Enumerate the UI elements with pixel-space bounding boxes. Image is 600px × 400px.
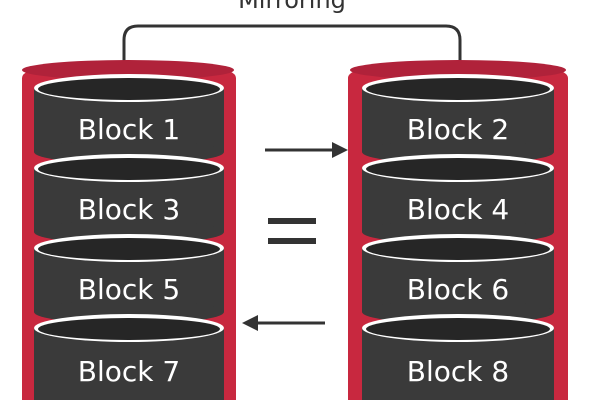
block-label-2: Block 2 [407, 113, 509, 146]
right-disk-6: Block 6 [362, 234, 554, 324]
arrow-right-icon [265, 142, 348, 158]
right-enclosure-top [350, 60, 566, 80]
right-disk-2: Block 2 [362, 74, 554, 164]
block-label-8: Block 8 [407, 355, 509, 388]
right-disk-stack: Block 2 Block 4 Block 6 Block 8 [348, 60, 568, 400]
left-disk-stack: Block 1 Block 3 Block 5 Block 7 [22, 60, 236, 400]
left-disk-7: Block 7 [34, 314, 224, 400]
diagram-title: Mirroring [238, 0, 346, 14]
left-disk-1: Block 1 [34, 74, 224, 164]
equals-sign [268, 218, 316, 244]
block-label-5: Block 5 [78, 273, 180, 306]
right-disk-8: Block 8 [362, 314, 554, 400]
left-enclosure-top [22, 60, 234, 80]
block-label-3: Block 3 [78, 193, 180, 226]
arrow-left-icon [242, 315, 325, 331]
left-disk-5: Block 5 [34, 234, 224, 324]
right-disk-4: Block 4 [362, 154, 554, 244]
block-label-7: Block 7 [78, 355, 180, 388]
left-disk-3: Block 3 [34, 154, 224, 244]
block-label-4: Block 4 [407, 193, 509, 226]
block-label-6: Block 6 [407, 273, 509, 306]
block-label-1: Block 1 [78, 113, 180, 146]
mirroring-connector [122, 24, 462, 84]
